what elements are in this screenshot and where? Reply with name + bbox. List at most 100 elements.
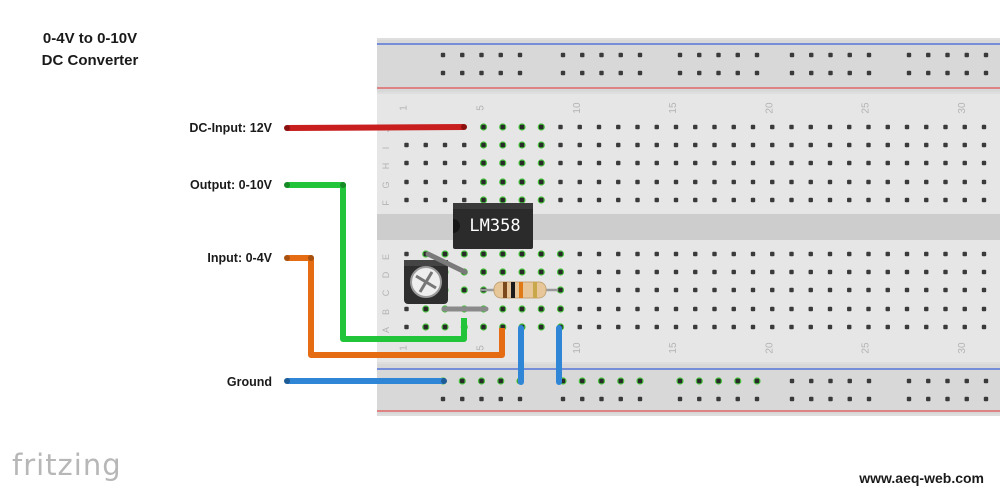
breadboard-hole bbox=[500, 306, 505, 312]
column-number: 10 bbox=[572, 102, 583, 114]
breadboard-hole bbox=[481, 269, 486, 275]
breadboard-hole bbox=[519, 124, 525, 130]
breadboard-hole bbox=[735, 70, 740, 76]
breadboard-hole bbox=[517, 396, 523, 402]
breadboard-hole bbox=[440, 52, 446, 58]
column-number: 15 bbox=[668, 342, 679, 354]
breadboard-hole bbox=[440, 70, 446, 76]
breadboard-hole bbox=[906, 378, 912, 384]
breadboard-hole bbox=[558, 124, 563, 130]
breadboard-hole bbox=[750, 142, 756, 148]
breadboard-hole bbox=[616, 142, 621, 148]
breadboard-hole bbox=[866, 160, 871, 166]
lm358-chip: LM358 bbox=[453, 203, 533, 249]
input-wire bbox=[284, 255, 505, 358]
breadboard-hole bbox=[981, 142, 987, 148]
breadboard-hole bbox=[517, 52, 523, 58]
breadboard-hole bbox=[404, 142, 409, 148]
breadboard-hole bbox=[866, 396, 872, 402]
breadboard-hole bbox=[673, 306, 679, 312]
breadboard-hole bbox=[616, 287, 621, 293]
breadboard-hole bbox=[677, 396, 683, 402]
breadboard-hole bbox=[596, 269, 602, 275]
breadboard-hole bbox=[596, 306, 602, 312]
breadboard-hole bbox=[904, 197, 910, 203]
breadboard-hole bbox=[697, 70, 702, 76]
breadboard-hole bbox=[635, 179, 640, 185]
column-number: 30 bbox=[957, 342, 968, 354]
column-number: 25 bbox=[861, 342, 872, 354]
breadboard-hole bbox=[519, 179, 525, 185]
breadboard-hole bbox=[943, 124, 948, 130]
breadboard-hole bbox=[618, 396, 623, 402]
breadboard-hole bbox=[558, 197, 563, 203]
breadboard-hole bbox=[750, 179, 756, 185]
breadboard-hole bbox=[750, 287, 756, 293]
breadboard-hole bbox=[616, 306, 621, 312]
breadboard-hole bbox=[827, 197, 833, 203]
top-terminal-strip bbox=[377, 94, 1000, 214]
breadboard-hole bbox=[654, 160, 659, 166]
breadboard-hole bbox=[926, 378, 931, 384]
breadboard-hole bbox=[789, 269, 794, 275]
breadboard-hole bbox=[677, 52, 683, 58]
breadboard-hole bbox=[981, 160, 987, 166]
breadboard-hole bbox=[847, 287, 852, 293]
breadboard-hole bbox=[964, 396, 969, 402]
breadboard-hole bbox=[577, 160, 582, 166]
breadboard-hole bbox=[808, 287, 813, 293]
breadboard-hole bbox=[827, 142, 833, 148]
breadboard-hole bbox=[599, 378, 604, 384]
dc-input-wire bbox=[284, 124, 467, 131]
output-label: Output: 0-10V bbox=[190, 178, 272, 192]
breadboard-hole bbox=[885, 142, 890, 148]
breadboard-hole bbox=[809, 396, 814, 402]
breadboard-hole bbox=[904, 124, 910, 130]
pot-lead-top bbox=[425, 251, 468, 275]
breadboard-hole bbox=[924, 306, 929, 312]
breadboard-hole bbox=[577, 197, 582, 203]
breadboard-hole bbox=[404, 324, 409, 330]
breadboard-hole bbox=[654, 306, 659, 312]
breadboard-hole bbox=[481, 324, 486, 330]
breadboard-hole bbox=[637, 52, 643, 58]
breadboard-hole bbox=[423, 306, 428, 312]
breadboard-hole bbox=[735, 52, 740, 58]
breadboard-hole bbox=[637, 70, 643, 76]
breadboard-hole bbox=[618, 52, 623, 58]
bottom-terminal-strip bbox=[377, 240, 1000, 362]
breadboard-hole bbox=[460, 378, 465, 384]
breadboard-hole bbox=[962, 306, 967, 312]
breadboard-hole bbox=[654, 269, 659, 275]
breadboard-hole bbox=[539, 251, 544, 257]
breadboard-hole bbox=[440, 396, 446, 402]
breadboard-hole bbox=[577, 287, 582, 293]
breadboard-hole bbox=[847, 70, 852, 76]
breadboard-hole bbox=[519, 197, 525, 203]
breadboard-hole bbox=[577, 124, 582, 130]
breadboard-hole bbox=[904, 306, 910, 312]
resistor bbox=[480, 281, 558, 299]
breadboard-hole bbox=[517, 70, 523, 76]
breadboard-hole bbox=[885, 287, 890, 293]
breadboard-hole bbox=[770, 197, 775, 203]
breadboard-hole bbox=[442, 251, 448, 257]
breadboard-hole bbox=[423, 324, 428, 330]
breadboard-hole bbox=[539, 142, 544, 148]
breadboard-hole bbox=[750, 197, 756, 203]
breadboard-hole bbox=[943, 306, 948, 312]
trimmer-potentiometer bbox=[404, 260, 448, 304]
breadboard-hole bbox=[943, 324, 948, 330]
breadboard-hole bbox=[498, 378, 503, 384]
breadboard-hole bbox=[750, 124, 756, 130]
breadboard-hole bbox=[808, 197, 813, 203]
breadboard-hole bbox=[866, 251, 871, 257]
breadboard-hole bbox=[809, 52, 814, 58]
breadboard-hole bbox=[712, 160, 717, 166]
breadboard-hole bbox=[885, 324, 890, 330]
breadboard-hole bbox=[943, 269, 948, 275]
breadboard-hole bbox=[789, 52, 795, 58]
breadboard-hole bbox=[866, 124, 871, 130]
breadboard-hole bbox=[808, 160, 813, 166]
